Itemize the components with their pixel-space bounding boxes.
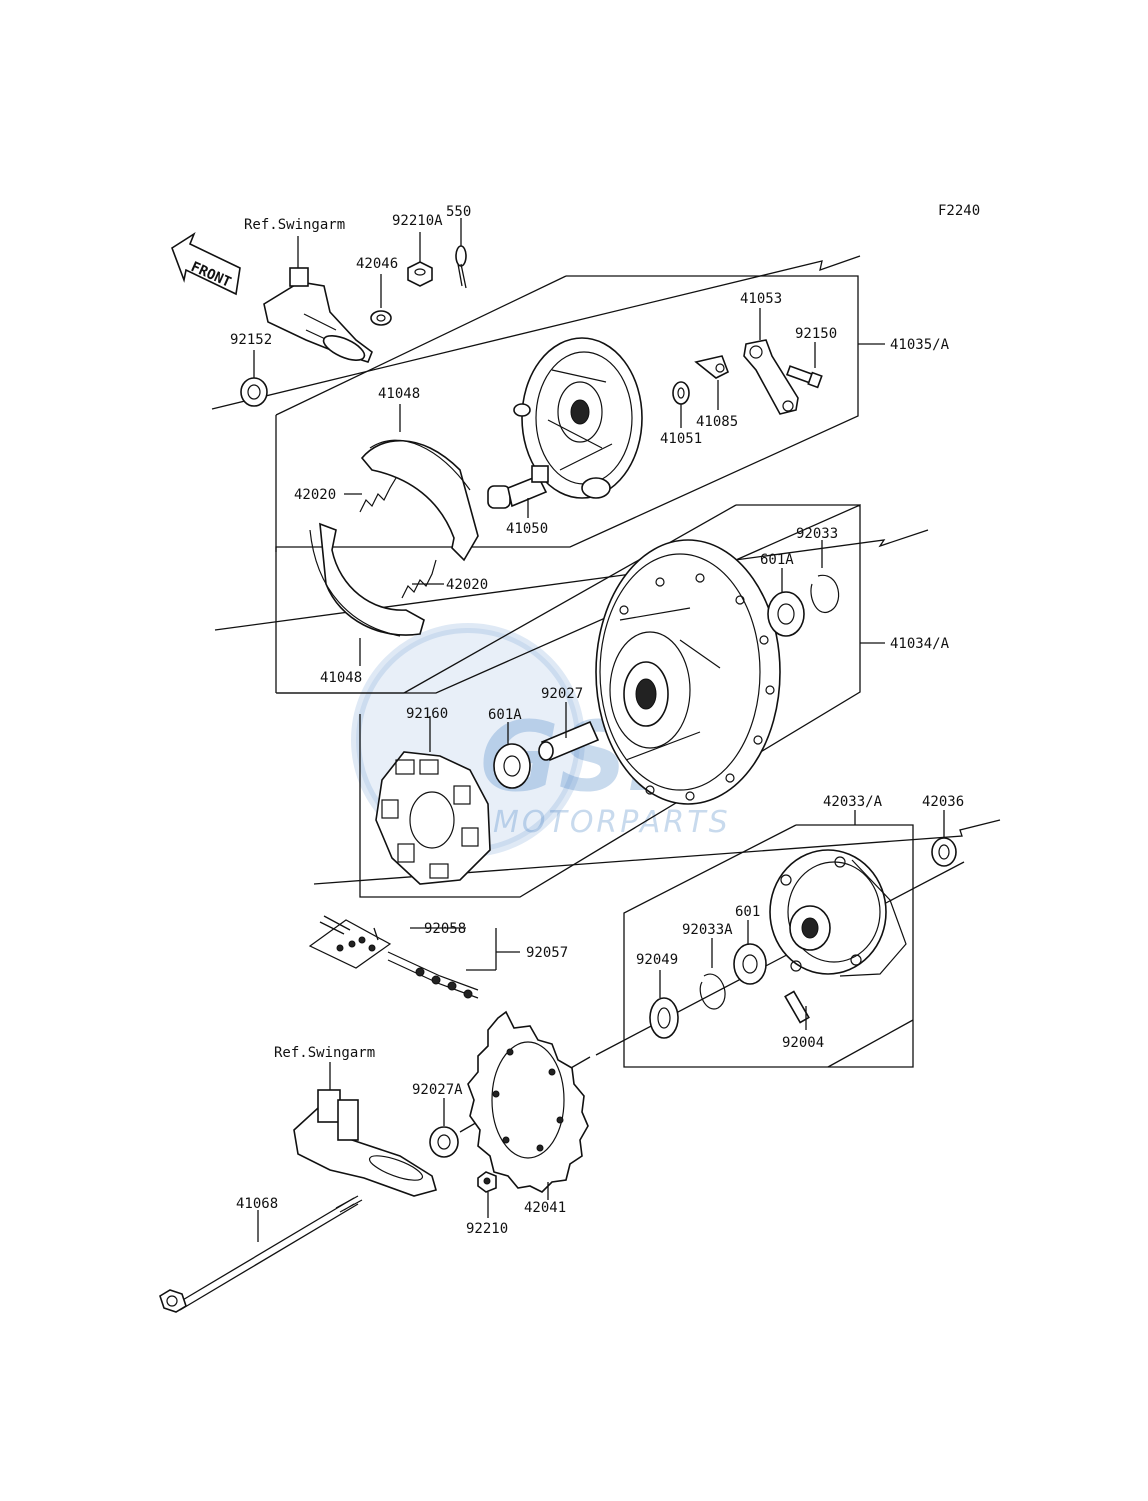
part-92152-label: 92152 (230, 332, 272, 348)
part-41050-label: 41050 (506, 521, 548, 537)
seal-41051 (672, 381, 690, 428)
part-92057-label: 92057 (526, 945, 568, 961)
part-41034A-label: 41034/A (890, 636, 950, 652)
part-41051-label: 41051 (660, 431, 702, 447)
indicator-41085 (694, 355, 730, 410)
ref-swingarm-bottom-label: Ref.Swingarm (274, 1045, 375, 1061)
part-92027-label: 92027 (541, 686, 583, 702)
part-41048-bottom-label: 41048 (320, 670, 362, 686)
nut-92210A (407, 232, 433, 287)
bearing-601 (733, 920, 767, 985)
damper-92160 (375, 716, 491, 885)
part-92033A-label: 92033A (682, 922, 733, 938)
swingarm-bottom-part (293, 1062, 437, 1197)
group-outlines (275, 275, 914, 1068)
part-41035A-label: 41035/A (890, 337, 950, 353)
camshaft-41050 (487, 465, 549, 518)
washer-42046 (370, 274, 392, 326)
part-92210A-label: 92210A (392, 213, 443, 229)
bearing-601A-left (493, 722, 531, 789)
part-92004-label: 92004 (782, 1035, 824, 1051)
part-41048-top-label: 41048 (378, 386, 420, 402)
brake-shoe-upper (360, 404, 479, 562)
part-42041-label: 42041 (524, 1200, 566, 1216)
bearing-601A-right (767, 568, 805, 637)
part-550-label: 550 (446, 204, 471, 220)
circlip-92033A (699, 938, 726, 1010)
drive-chain-part (308, 915, 520, 999)
part-92160-label: 92160 (406, 706, 448, 722)
brake-panel-part (513, 337, 643, 499)
watermark-brand-small: MOTORPARTS (493, 805, 731, 840)
part-92027A-label: 92027A (412, 1082, 463, 1098)
part-42033A-label: 42033/A (823, 794, 883, 810)
part-42036-label: 42036 (922, 794, 964, 810)
lever-41053 (743, 308, 799, 415)
collar-92027 (538, 702, 600, 762)
part-42020-bottom-label: 42020 (446, 577, 488, 593)
part-41068-label: 41068 (236, 1196, 278, 1212)
collar-92152 (240, 350, 268, 407)
bolt-92150 (785, 342, 823, 389)
spring-42020-upper (344, 477, 397, 513)
nut-92210 (477, 1171, 497, 1218)
figure-code: F2240 (938, 203, 980, 219)
part-41085-label: 41085 (696, 414, 738, 430)
circlip-92033 (810, 540, 840, 614)
part-92033-label: 92033 (796, 526, 838, 542)
part-601A-right-label: 601A (760, 552, 794, 568)
swingarm-top-part (263, 236, 373, 363)
stud-92004 (784, 990, 810, 1030)
brake-shoe-lower (309, 522, 425, 666)
sprocket-42041 (467, 1010, 589, 1200)
collar-92027A (429, 1098, 459, 1158)
cotter-pin-550 (455, 218, 467, 289)
front-arrow-icon: FRONT (171, 231, 241, 296)
seal-92049 (649, 970, 679, 1039)
spring-42020-lower (401, 559, 444, 599)
ref-swingarm-top-label: Ref.Swingarm (244, 217, 345, 233)
part-41053-label: 41053 (740, 291, 782, 307)
part-92049-label: 92049 (636, 952, 678, 968)
wheel-hub-part (595, 539, 781, 805)
part-labels: Ref.Swingarm 550 92210A 42046 92152 4104… (230, 204, 964, 1237)
part-42046-label: 42046 (356, 256, 398, 272)
part-92210-label: 92210 (466, 1221, 508, 1237)
part-92058-label: 92058 (424, 921, 466, 937)
sprocket-hub-part (769, 849, 907, 977)
axle-41068 (159, 1195, 363, 1313)
part-601-label: 601 (735, 904, 760, 920)
part-92150-label: 92150 (795, 326, 837, 342)
part-42020-top-label: 42020 (294, 487, 336, 503)
collar-42036 (931, 810, 957, 867)
part-601A-left-label: 601A (488, 707, 522, 723)
